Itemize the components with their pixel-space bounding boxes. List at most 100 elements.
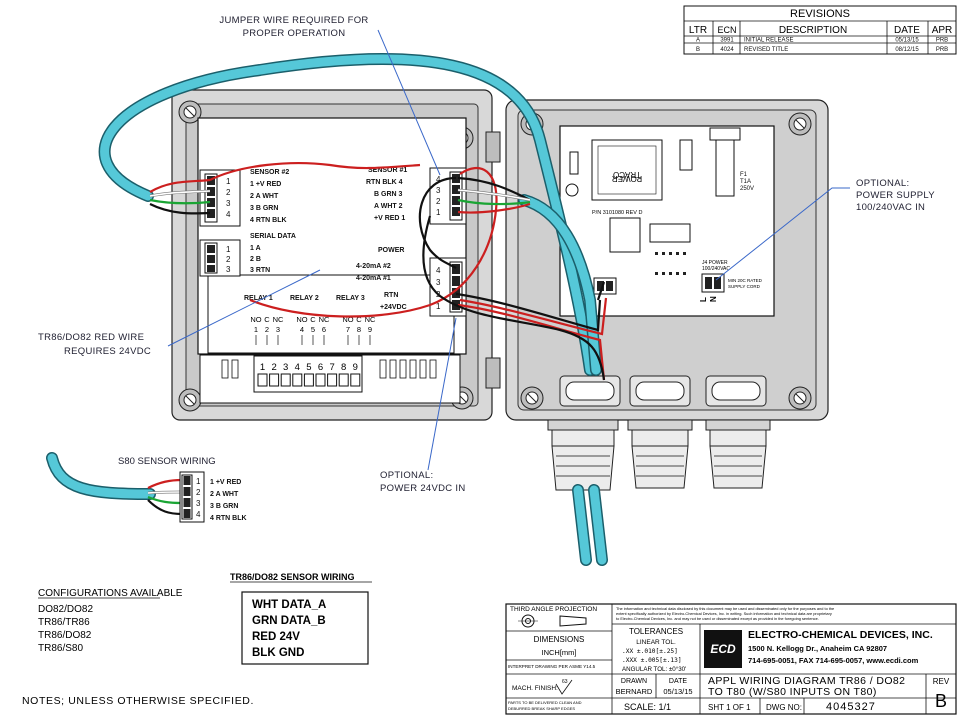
relay-2-pin-nc: NC xyxy=(319,315,330,324)
revisions-title: REVISIONS xyxy=(790,8,850,20)
company-address: 1500 N. Kellogg Dr., Anaheim CA 92807 xyxy=(748,644,887,653)
asme-standard: INTERPRET DRAWING PER ASME Y14.5 xyxy=(508,664,596,669)
s80-term-3: 3 B GRN xyxy=(210,503,238,510)
relay-3-title: RELAY 3 xyxy=(336,295,365,302)
psu-callout-line2: POWER SUPPLY xyxy=(856,190,935,201)
rev-header-apr: APR xyxy=(932,25,953,36)
svg-text:1: 1 xyxy=(226,245,231,254)
relay-1-pin-c: C xyxy=(264,315,270,324)
dimensions-label: DIMENSIONS xyxy=(534,635,585,644)
relay-terminal-number: 6 xyxy=(318,362,323,373)
relay-pin-number: 4 xyxy=(300,325,304,334)
svg-text:4: 4 xyxy=(226,210,231,219)
svg-text:2: 2 xyxy=(196,488,201,497)
relay-terminal-number: 9 xyxy=(353,362,358,373)
sensor2-title: SENSOR #2 xyxy=(250,169,289,176)
relay-2-title: RELAY 2 xyxy=(290,295,319,302)
ecd-logo-icon: ECD xyxy=(704,630,742,668)
relay-1-pin-no: NO xyxy=(250,315,261,324)
sheet-text: SHT 1 OF 1 xyxy=(708,703,751,712)
traco-label-1: TRACO xyxy=(613,170,641,179)
mach-finish-value: 63 xyxy=(562,679,568,685)
rev-row-a-description: INITIAL RELEASE xyxy=(744,38,793,44)
power-term-1: +24VDC xyxy=(380,304,407,311)
title-block: THIRD ANGLE PROJECTION DIMENSIONS INCH[m… xyxy=(505,603,957,715)
power24-callout-line2: POWER 24VDC IN xyxy=(380,483,466,494)
tol-row-2: .XXX ±.005[±.13] xyxy=(622,657,682,664)
jumper-callout-line2: PROPER OPERATION xyxy=(243,28,346,39)
cable-gland-side-icon xyxy=(627,419,693,489)
cable-gland-icon xyxy=(629,375,691,407)
serial-data-terminal-block: 123 SERIAL DATA 1 A 2 B 3 RTN xyxy=(199,233,296,277)
relay-pin-number: 7 xyxy=(346,325,350,334)
sensor2-terminal-block: 12 34 SENSOR #2 1 +V RED 2 A WHT 3 B GRN… xyxy=(199,169,289,227)
config-item-3: TR86/DO82 xyxy=(38,630,92,641)
svg-text:4: 4 xyxy=(436,266,441,275)
relay-3-pin-c: C xyxy=(356,315,362,324)
drawn-label: DRAWN xyxy=(621,678,647,685)
relay-terminal-number: 2 xyxy=(271,362,276,373)
relay-terminal-number: 1 xyxy=(260,362,265,373)
sensor1-term-3: B GRN 3 xyxy=(374,191,403,198)
legend-red: RED 24V xyxy=(252,631,300,643)
svg-text:1: 1 xyxy=(196,477,201,486)
s80-term-1: 1 +V RED xyxy=(210,479,241,486)
relay-terminal-screw xyxy=(257,373,268,387)
power-term-4: 4-20mA #2 xyxy=(356,263,391,270)
third-angle-projection: THIRD ANGLE PROJECTION xyxy=(510,606,597,613)
power-term-2: RTN xyxy=(384,292,398,299)
relay-terminal-screw xyxy=(303,373,314,387)
svg-text:4: 4 xyxy=(196,510,201,519)
tolerances-title: TOLERANCES xyxy=(629,627,683,636)
revisions-frame xyxy=(683,5,957,55)
cable-gland-side-icon xyxy=(705,419,771,489)
sensor2-term-4: 4 RTN BLK xyxy=(250,217,287,224)
confidential-line3: to Electro-Chemical Devices, Inc. and ma… xyxy=(616,616,819,621)
svg-text:3: 3 xyxy=(226,265,231,274)
relay-terminal-number: 8 xyxy=(341,362,346,373)
relay-section: RELAY 1 RELAY 2 RELAY 3 NO1C2NC3NO4C5NC6… xyxy=(244,295,376,393)
ac-note-1: MIN 20C RATED xyxy=(728,278,763,283)
svg-text:2: 2 xyxy=(436,197,441,206)
cable-gland-icon xyxy=(559,375,621,407)
callouts: JUMPER WIRE REQUIRED FOR PROPER OPERATIO… xyxy=(38,15,935,494)
relay-pin-number: 6 xyxy=(322,325,326,334)
wiring xyxy=(98,53,608,566)
deburr-line1: PARTS TO BE DELIVERED CLEAN AND xyxy=(508,700,582,705)
serial-term-1: 1 A xyxy=(250,245,261,252)
config-item-2: TR86/TR86 xyxy=(38,617,90,628)
rev-row-b-ltr: B xyxy=(696,47,700,53)
svg-text:2: 2 xyxy=(226,188,231,197)
sensor-wiring-legend: TR86/DO82 SENSOR WIRING WHT DATA_A GRN D… xyxy=(230,572,372,665)
relay-pin-number: 3 xyxy=(276,325,280,334)
legend-blk: BLK GND xyxy=(252,647,304,659)
relay-pin-number: 9 xyxy=(368,325,372,334)
jumper-leader-line xyxy=(377,29,441,176)
relay-terminal-screw xyxy=(292,373,303,387)
relay-terminal-screw xyxy=(327,373,338,387)
svg-text:1: 1 xyxy=(436,208,441,217)
relay-1-pin-nc: NC xyxy=(273,315,284,324)
left-enclosure: 12 34 SENSOR #2 1 +V RED 2 A WHT 3 B GRN… xyxy=(171,89,501,421)
power-term-3: 4-20mA #1 xyxy=(356,275,391,282)
sensor-wiring-title: TR86/DO82 SENSOR WIRING xyxy=(230,572,355,582)
configurations: CONFIGURATIONS AVAILABLE DO82/DO82 TR86/… xyxy=(38,588,183,654)
psu-callout-line3: 100/240VAC IN xyxy=(856,202,925,213)
rev-row-a-ltr: A xyxy=(696,38,700,44)
rev-header-description: DESCRIPTION xyxy=(779,25,847,36)
svg-text:1: 1 xyxy=(436,302,441,311)
serial-data-title: SERIAL DATA xyxy=(250,233,296,240)
screw-icon xyxy=(178,100,202,124)
relay-terminal-screw xyxy=(338,373,349,387)
svg-text:1: 1 xyxy=(226,177,231,186)
fuse-icon xyxy=(715,139,735,197)
rev-row-a-date: 05/13/15 xyxy=(895,38,919,44)
relay-terminal-screw xyxy=(269,373,280,387)
confidential-line1: The information and technical data discl… xyxy=(616,606,834,611)
date-value: 05/13/15 xyxy=(663,687,692,696)
screw-icon xyxy=(520,386,544,410)
relay-1-title: RELAY 1 xyxy=(244,295,273,302)
ac-label-1: J4 POWER xyxy=(702,260,728,266)
relay-pin-number: 5 xyxy=(311,325,315,334)
relay-terminal-screw xyxy=(315,373,326,387)
